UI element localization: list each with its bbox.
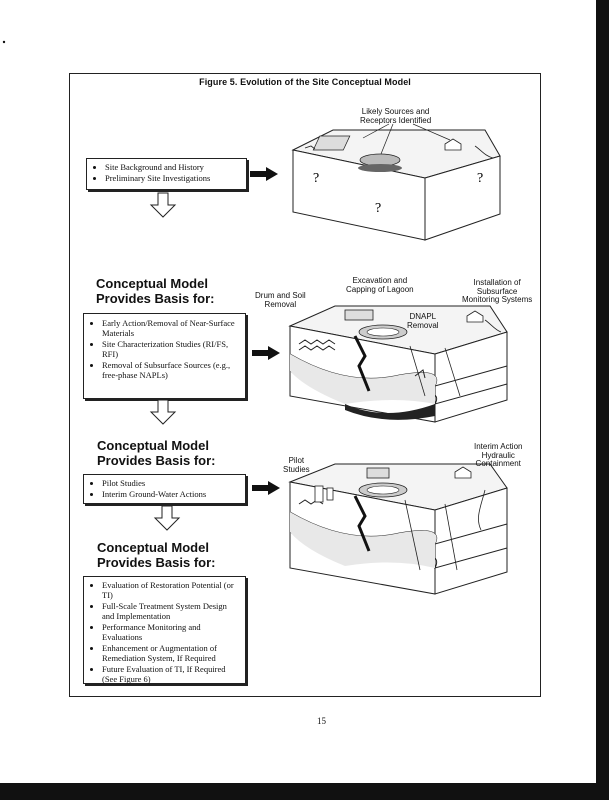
down-arrow-1	[150, 192, 176, 218]
callout-line: Containment	[475, 459, 521, 468]
site-block-diagram-2	[288, 305, 508, 423]
callout-line: Hydraulic	[481, 450, 515, 460]
stage3-item: Interim Ground-Water Actions	[102, 489, 241, 499]
stage2-item: Removal of Subsurface Sources (e.g., fre…	[102, 360, 241, 380]
stage4-box: Evaluation of Restoration Potential (or …	[83, 576, 246, 684]
stage4-heading-line: Conceptual Model	[97, 540, 209, 555]
stage2-item: Site Characterization Studies (RI/FS, RF…	[102, 339, 241, 359]
site-block-diagram-1: ? ? ?	[291, 123, 501, 241]
stage4-item: Enhancement or Augmentation of Remediati…	[102, 643, 241, 663]
right-arrow-1	[250, 167, 278, 181]
callout-lagoon: Excavation and Capping of Lagoon	[346, 276, 414, 294]
callout-line: Removal	[264, 299, 297, 309]
callout-drum-soil: Drum and Soil Removal	[255, 291, 306, 309]
callout-pilot: Pilot Studies	[283, 456, 310, 474]
stage2-list: Early Action/Removal of Near-Surface Mat…	[88, 318, 241, 380]
figure-frame	[69, 73, 541, 697]
callout-line: Receptors Identified	[360, 115, 432, 125]
stage4-list: Evaluation of Restoration Potential (or …	[88, 580, 241, 684]
site-block-diagram-3	[288, 463, 508, 595]
stage3-item: Pilot Studies	[102, 478, 241, 488]
stage3-list: Pilot Studies Interim Ground-Water Actio…	[88, 478, 241, 499]
right-arrow-2	[252, 346, 280, 360]
down-arrow-2	[150, 399, 176, 425]
down-arrow-3	[154, 505, 180, 531]
stage4-item: Future Evaluation of TI, If Required (Se…	[102, 664, 241, 684]
unknown-mark: ?	[313, 171, 319, 186]
stage4-item: Full-Scale Treatment System Design and I…	[102, 601, 241, 621]
stage1-item: Site Background and History	[105, 162, 242, 172]
callout-dnapl: DNAPL Removal	[407, 312, 439, 330]
callout-line: Pilot	[288, 456, 305, 465]
stage3-box: Pilot Studies Interim Ground-Water Actio…	[83, 474, 246, 504]
callout-interim: Interim Action Hydraulic Containment	[474, 442, 523, 469]
callout-monitoring: Installation of Subsurface Monitoring Sy…	[462, 278, 533, 305]
unknown-mark: ?	[375, 201, 381, 216]
stage1-item: Preliminary Site Investigations	[105, 173, 242, 183]
page-number: 15	[317, 716, 326, 726]
stage3-heading: Conceptual Model Provides Basis for:	[97, 438, 216, 468]
stage2-heading-line: Provides Basis for:	[96, 291, 215, 306]
callout-line: Monitoring Systems	[462, 295, 533, 304]
stage4-heading-line: Provides Basis for:	[97, 555, 216, 570]
callout-line: Studies	[283, 464, 310, 474]
stage4-heading: Conceptual Model Provides Basis for:	[97, 540, 216, 570]
stage3-heading-line: Provides Basis for:	[97, 453, 216, 468]
stage2-item: Early Action/Removal of Near-Surface Mat…	[102, 318, 241, 338]
unknown-mark: ?	[477, 171, 483, 186]
callout-line: Subsurface	[476, 286, 518, 296]
stage2-heading-line: Conceptual Model	[96, 276, 208, 291]
stage1-list: Site Background and History Preliminary …	[91, 162, 242, 183]
figure-title: Figure 5. Evolution of the Site Conceptu…	[199, 77, 411, 87]
stage2-box: Early Action/Removal of Near-Surface Mat…	[83, 313, 246, 399]
callout-line: Excavation and	[352, 276, 408, 285]
stage3-heading-line: Conceptual Model	[97, 438, 209, 453]
callout-line: Installation of	[473, 278, 521, 287]
callout-line: Capping of Lagoon	[346, 284, 414, 294]
callout-sources: Likely Sources and Receptors Identified	[360, 107, 432, 125]
right-arrow-3	[252, 481, 280, 495]
callout-line: Likely Sources and	[361, 107, 430, 116]
stage1-box: Site Background and History Preliminary …	[86, 158, 247, 190]
callout-line: Drum and Soil	[255, 291, 306, 300]
callout-line: DNAPL	[409, 312, 437, 321]
callout-line: Interim Action	[474, 442, 523, 451]
callout-line: Removal	[407, 320, 439, 330]
stage4-item: Performance Monitoring and Evaluations	[102, 622, 241, 642]
stage2-heading: Conceptual Model Provides Basis for:	[96, 276, 215, 306]
stage4-item: Evaluation of Restoration Potential (or …	[102, 580, 241, 600]
